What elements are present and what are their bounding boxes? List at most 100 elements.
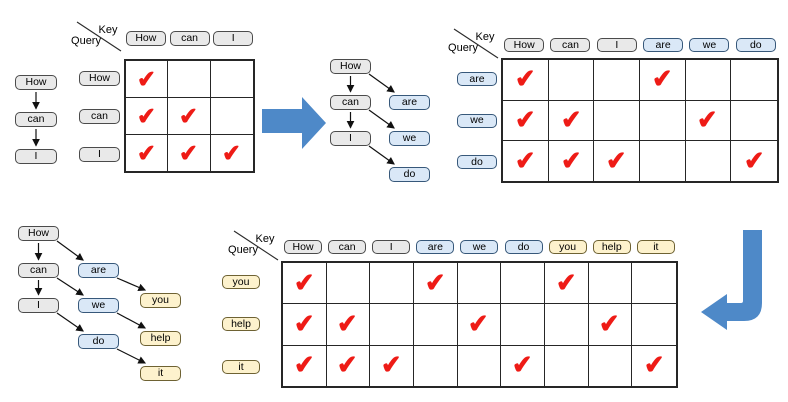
key-label: Key [255,232,275,245]
matrix-cell [544,304,589,346]
token-chip-how: How [330,59,371,74]
query-chip-we: we [457,113,497,128]
matrix-cell: ✔ [457,304,502,346]
token-chip-i: I [15,149,57,164]
chain-arrow [368,145,395,165]
key-chip-do: do [735,38,776,52]
chain-arrow [56,277,84,296]
token-chip-it: it [140,366,181,381]
key-chip-do: do [504,240,543,254]
token-chip-i: I [330,131,371,146]
matrix-cell [632,263,676,305]
query-label: Query [228,243,258,256]
check-icon: ✔ [292,309,316,339]
key-chip-help: help [592,240,631,254]
matrix-cell: ✔ [503,100,549,142]
matrix-cell [731,60,777,101]
check-icon: ✔ [511,350,534,380]
key-chip-i: I [213,31,254,46]
query-label: Query [71,34,101,47]
token-chip-are: are [389,95,430,110]
matrix-cell: ✔ [549,141,595,181]
matrix-cell [370,263,414,305]
matrix-cell [594,60,640,101]
next-step-arrow-icon [262,97,326,149]
matrix-cell: ✔ [503,141,549,181]
check-icon: ✔ [559,105,583,135]
key-chip-are: are [643,38,684,52]
matrix-cell: ✔ [126,98,169,135]
token-chip-i: I [18,298,59,313]
matrix-cell: ✔ [548,100,595,142]
query-chip-you: you [222,275,260,290]
token-chip-do: do [389,167,430,182]
chain-arrow [56,240,84,261]
matrix-cell [588,263,633,305]
matrix-cell [326,263,371,305]
chain-arrow [368,73,395,93]
matrix-cell [589,345,633,386]
query-label: Query [448,41,478,54]
matrix-cell [545,345,589,386]
matrix-cell [457,263,502,305]
chain-arrow [56,312,84,332]
check-icon: ✔ [513,105,537,135]
query-chip-can: can [79,108,120,124]
matrix-cell: ✔ [544,263,589,305]
token-chip-can: can [15,112,57,127]
matrix-cell: ✔ [283,304,327,346]
check-icon: ✔ [136,101,158,130]
key-label: Key [475,30,495,43]
chain-arrow [116,348,147,364]
key-chip-how: How [125,31,166,46]
check-icon: ✔ [292,267,316,298]
key-chip-can: can [169,31,210,46]
key-chip-are: are [416,240,455,254]
query-chip-help: help [222,317,260,332]
matrix-cell: ✔ [503,60,549,101]
key-chip-how: How [504,38,545,52]
matrix-cell: ✔ [126,135,169,171]
check-icon: ✔ [336,309,360,339]
matrix-cell: ✔ [413,263,458,305]
check-icon: ✔ [598,309,622,339]
query-chip-i: I [79,146,120,162]
check-icon: ✔ [650,64,674,95]
query-chip-are: are [457,71,497,86]
matrix-cell: ✔ [327,345,371,386]
matrix-cell [414,345,458,386]
matrix-cell [640,141,686,181]
token-chip-how: How [18,226,59,241]
check-icon: ✔ [178,101,200,130]
matrix-cell [632,304,676,346]
check-icon: ✔ [292,350,316,380]
matrix-cell [685,60,732,101]
token-chip-can: can [18,263,59,278]
matrix-cell [686,141,732,181]
matrix-cell [168,61,211,98]
matrix-cell [501,304,545,346]
token-chip-how: How [15,75,57,90]
key-chip-we: we [460,240,499,254]
key-chip-we: we [689,38,730,52]
chain-arrow [116,277,147,291]
check-icon: ✔ [221,138,243,167]
key-chip-i: I [596,38,637,52]
key-chip-it: it [636,240,675,254]
query-chip-do: do [457,155,497,170]
chain-arrow [116,312,147,329]
matrix-cell: ✔ [685,100,732,142]
check-icon: ✔ [380,350,404,380]
matrix-cell [731,101,777,142]
matrix-cell [413,304,458,346]
check-icon: ✔ [742,145,766,176]
matrix-cell [370,304,414,346]
query-chip-how: How [79,70,120,86]
matrix-cell: ✔ [501,345,545,386]
token-chip-do: do [78,334,119,349]
matrix-cell: ✔ [731,141,777,181]
token-chip-you: you [140,293,181,308]
wrap-around-arrow-icon [701,230,762,330]
key-chip-i: I [372,240,411,254]
